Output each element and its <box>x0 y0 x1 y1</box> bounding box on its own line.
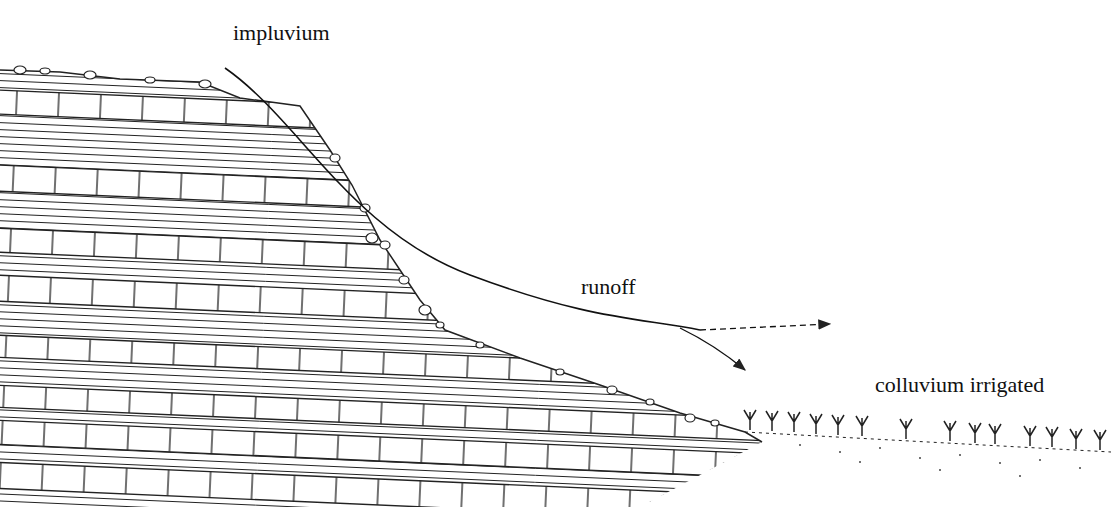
runoff-arrow <box>680 328 745 370</box>
colluvium-dots <box>799 444 1081 477</box>
runoff-curve <box>225 68 700 330</box>
ground-line <box>745 432 1111 452</box>
impluvium-label: impluvium <box>230 20 333 46</box>
strata <box>0 38 1111 507</box>
cliff-outline <box>0 70 762 442</box>
crops <box>744 410 1106 450</box>
runoff-label: runoff <box>578 274 639 300</box>
colluvium-label: colluvium irrigated <box>872 372 1047 398</box>
rubble <box>14 66 719 426</box>
runoff-arrow <box>700 324 830 330</box>
